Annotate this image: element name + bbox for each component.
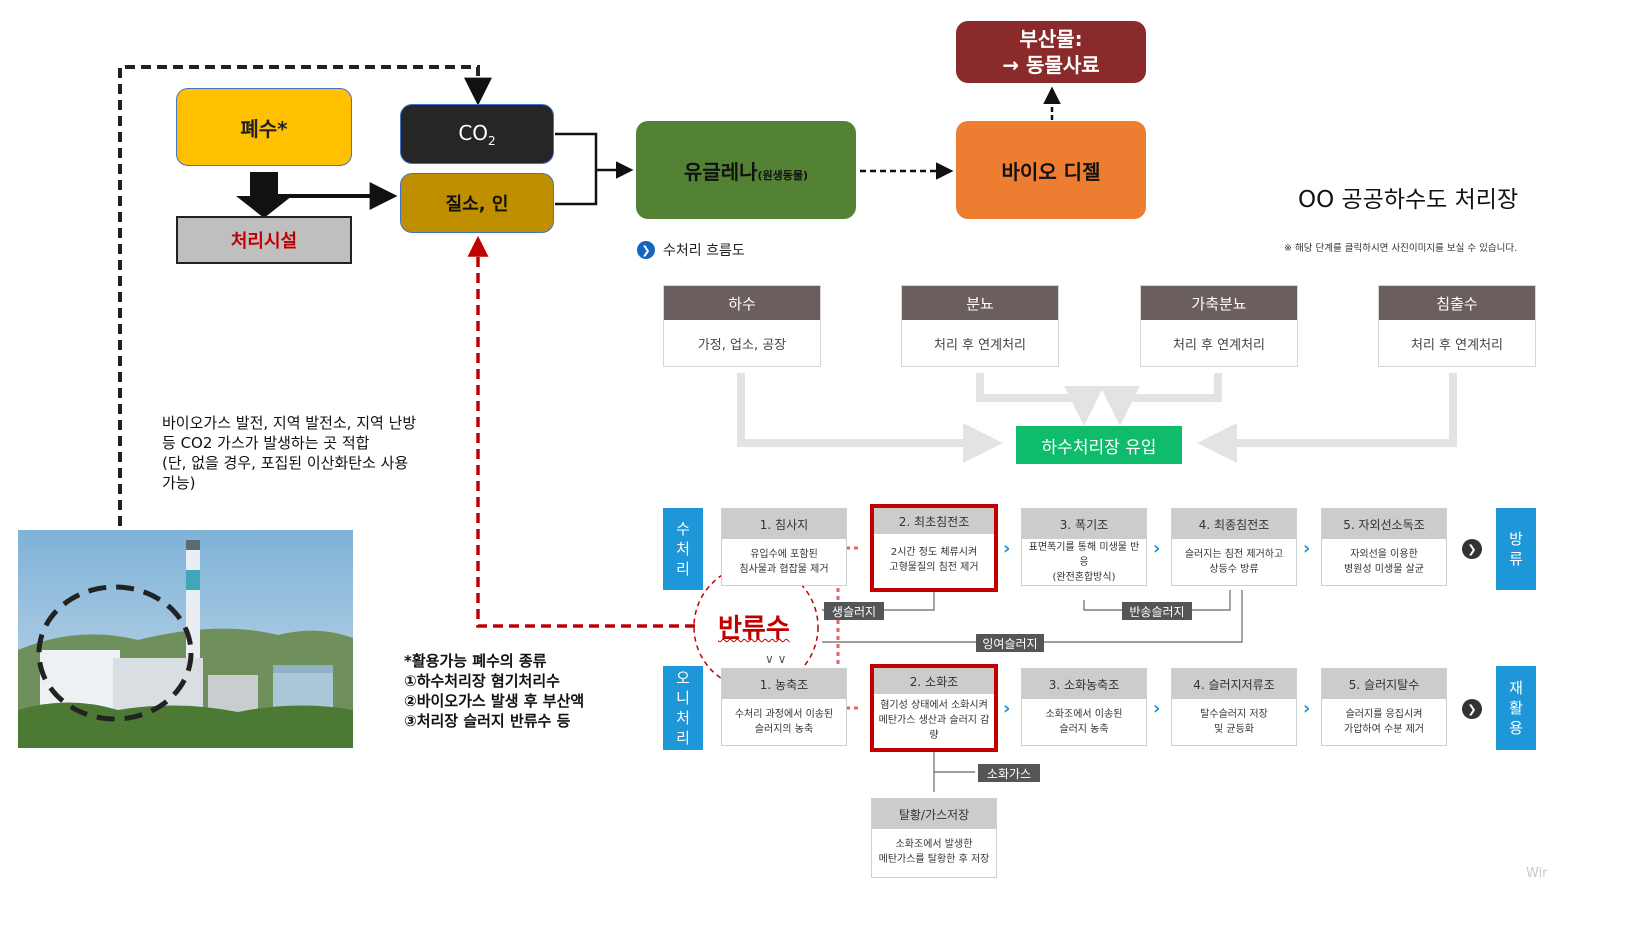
- return-water-line: [467, 235, 695, 628]
- step-head: 탈황/가스저장: [872, 799, 996, 829]
- step-body: 소화조에서 이송된 슬러지 농축: [1045, 709, 1123, 735]
- chevron-right-icon: ›: [1153, 538, 1161, 559]
- step-body: 슬러지를 응집시켜 가압하여 수분 제거: [1344, 709, 1424, 735]
- chevron-right-icon: ›: [1153, 698, 1161, 719]
- co2-supply-line: [118, 65, 492, 590]
- step-head: 2. 최초침전조: [874, 508, 994, 534]
- water-step-5[interactable]: 5. 자외선소독조 자외선을 이용한 병원성 미생물 살균: [1321, 508, 1447, 586]
- source-head: 가축분뇨: [1141, 286, 1297, 320]
- source-head: 침출수: [1379, 286, 1535, 320]
- sludge-step-2[interactable]: 2. 소화조 혐기성 상태에서 소화시켜 메탄가스 생산과 슬러지 감량: [870, 664, 998, 752]
- plant-title: OO 공공하수도 처리장: [1298, 187, 1519, 213]
- water-step-3[interactable]: 3. 폭기조 표면폭기를 통해 미생물 반응 (완전혼합방식): [1021, 508, 1147, 586]
- source-head: 분뇨: [902, 286, 1058, 320]
- chevron-right-icon: ›: [1003, 538, 1011, 559]
- source-body: 가정, 업소, 공장: [697, 337, 787, 353]
- source-card-sewage[interactable]: 하수 가정, 업소, 공장: [663, 285, 821, 367]
- sludge-step-3[interactable]: 3. 소화농축조 소화조에서 이송된 슬러지 농축: [1021, 668, 1147, 746]
- step-body: 탈수슬러지 저장 및 균등화: [1200, 709, 1268, 735]
- water-step-1[interactable]: 1. 침사지 유입수에 포함된 침사물과 협잡물 제거: [721, 508, 847, 586]
- co2-box[interactable]: CO2: [400, 104, 554, 164]
- chevron-down-icon: ∨ ∨: [765, 652, 787, 666]
- step-head: 3. 폭기조: [1022, 509, 1146, 539]
- step-head: 1. 농축조: [722, 669, 846, 699]
- flow-heading: ❯ 수처리 흐름도: [637, 240, 745, 260]
- sludge-step-5[interactable]: 5. 슬러지탈수 슬러지를 응집시켜 가압하여 수분 제거: [1321, 668, 1447, 746]
- return-sludge-tag: 반송슬러지: [1122, 602, 1192, 620]
- byproduct-line2: → 동물사료: [1002, 53, 1100, 77]
- co2-label: CO2: [458, 120, 496, 148]
- source-card-leachate[interactable]: 침출수 처리 후 연계처리: [1378, 285, 1536, 367]
- return-water-label: 반류수: [718, 614, 790, 644]
- step-body: 소화조에서 발생한 메탄가스를 탈황한 후 저장: [878, 839, 990, 865]
- step-head: 5. 자외선소독조: [1322, 509, 1446, 539]
- water-step-4[interactable]: 4. 최종침전조 슬러지는 침전 제거하고 상등수 방류: [1171, 508, 1297, 586]
- chevron-right-icon: ›: [1003, 698, 1011, 719]
- step-body: 유입수에 포함된 침사물과 협잡물 제거: [739, 549, 829, 575]
- step-head: 2. 소화조: [874, 668, 994, 694]
- step-head: 4. 최종침전조: [1172, 509, 1296, 539]
- nitrogen-phosphorus-box[interactable]: 질소, 인: [400, 173, 554, 233]
- plant-illustration: [18, 530, 353, 748]
- step-body: 자외선을 이용한 병원성 미생물 살균: [1344, 549, 1424, 575]
- flow-heading-label: 수처리 흐름도: [663, 243, 745, 259]
- nitrogen-label: 질소, 인: [445, 194, 509, 215]
- excess-sludge-tag: 잉여슬러지: [976, 634, 1044, 652]
- down-arrow: [236, 172, 292, 218]
- chevron-right-icon: ›: [1303, 698, 1311, 719]
- step-body: 혐기성 상태에서 소화시켜 메탄가스 생산과 슬러지 감량: [878, 699, 990, 741]
- discharge-label: 방 류: [1496, 508, 1536, 590]
- step-head: 4. 슬러지저류조: [1172, 669, 1296, 699]
- sludge-step-4[interactable]: 4. 슬러지저류조 탈수슬러지 저장 및 균등화: [1171, 668, 1297, 746]
- step-head: 5. 슬러지탈수: [1322, 669, 1446, 699]
- facility-label: 처리시설: [230, 231, 298, 252]
- byproduct-box[interactable]: 부산물: → 동물사료: [956, 21, 1146, 83]
- euglena-label: 유글레나: [683, 159, 758, 184]
- plant-notice: ※ 해당 단계를 클릭하시면 사진이미지를 보실 수 있습니다.: [1284, 243, 1518, 254]
- usable-wastewater-note: *활용가능 폐수의 종류 ①하수처리장 혐기처리수 ②바이오가스 발생 후 부산…: [404, 652, 585, 730]
- watermark: Wir: [1526, 866, 1548, 881]
- source-body: 처리 후 연계처리: [1411, 337, 1503, 353]
- wastewater-label: 폐수*: [240, 116, 288, 141]
- chevron-right-icon: ›: [1303, 538, 1311, 559]
- step-head: 3. 소화농축조: [1022, 669, 1146, 699]
- step-head: 1. 침사지: [722, 509, 846, 539]
- co2-source-note: 바이오가스 발전, 지역 발전소, 지역 난방 등 CO2 가스가 발생하는 곳…: [162, 414, 417, 492]
- euglena-box[interactable]: 유글레나(원생동물): [636, 121, 856, 219]
- source-head: 하수: [664, 286, 820, 320]
- plant-photo: [18, 530, 353, 748]
- step-body: 수처리 과정에서 이송된 슬러지의 농축: [734, 709, 834, 735]
- gas-storage-step[interactable]: 탈황/가스저장 소화조에서 발생한 메탄가스를 탈황한 후 저장: [871, 798, 997, 878]
- water-step-2[interactable]: 2. 최초침전조 2시간 정도 체류시켜 고형물질의 침전 제거: [870, 504, 998, 592]
- next-arrow-icon[interactable]: ❯: [1462, 699, 1482, 719]
- source-body: 처리 후 연계처리: [934, 337, 1026, 353]
- source-card-livestock[interactable]: 가축분뇨 처리 후 연계처리: [1140, 285, 1298, 367]
- inflow-box[interactable]: 하수처리장 유입: [1016, 426, 1182, 464]
- byproduct-line1: 부산물:: [1019, 27, 1083, 51]
- digester-gas-tag: 소화가스: [978, 764, 1040, 782]
- source-card-night-soil[interactable]: 분뇨 처리 후 연계처리: [901, 285, 1059, 367]
- step-body: 표면폭기를 통해 미생물 반응 (완전혼합방식): [1028, 541, 1140, 583]
- facility-box[interactable]: 처리시설: [176, 216, 352, 264]
- step-body: 2시간 정도 체류시켜 고형물질의 침전 제거: [889, 547, 979, 573]
- inflow-label: 하수처리장 유입: [1041, 437, 1157, 458]
- source-body: 처리 후 연계처리: [1173, 337, 1265, 353]
- wastewater-box[interactable]: 폐수*: [176, 88, 352, 166]
- biodiesel-label: 바이오 디젤: [1001, 159, 1101, 184]
- next-arrow-icon[interactable]: ❯: [1462, 539, 1482, 559]
- water-treatment-label: 수 처 리: [663, 508, 703, 590]
- reuse-label: 재 활 용: [1496, 666, 1536, 750]
- sludge-step-1[interactable]: 1. 농축조 수처리 과정에서 이송된 슬러지의 농축: [721, 668, 847, 746]
- chevron-right-icon: ❯: [637, 241, 655, 259]
- step-body: 슬러지는 침전 제거하고 상등수 방류: [1184, 549, 1284, 575]
- biodiesel-box[interactable]: 바이오 디젤: [956, 121, 1146, 219]
- raw-sludge-tag: 생슬러지: [824, 602, 884, 620]
- euglena-sub: (원생동물): [757, 168, 809, 182]
- sludge-treatment-label: 오 니 처 리: [663, 666, 703, 750]
